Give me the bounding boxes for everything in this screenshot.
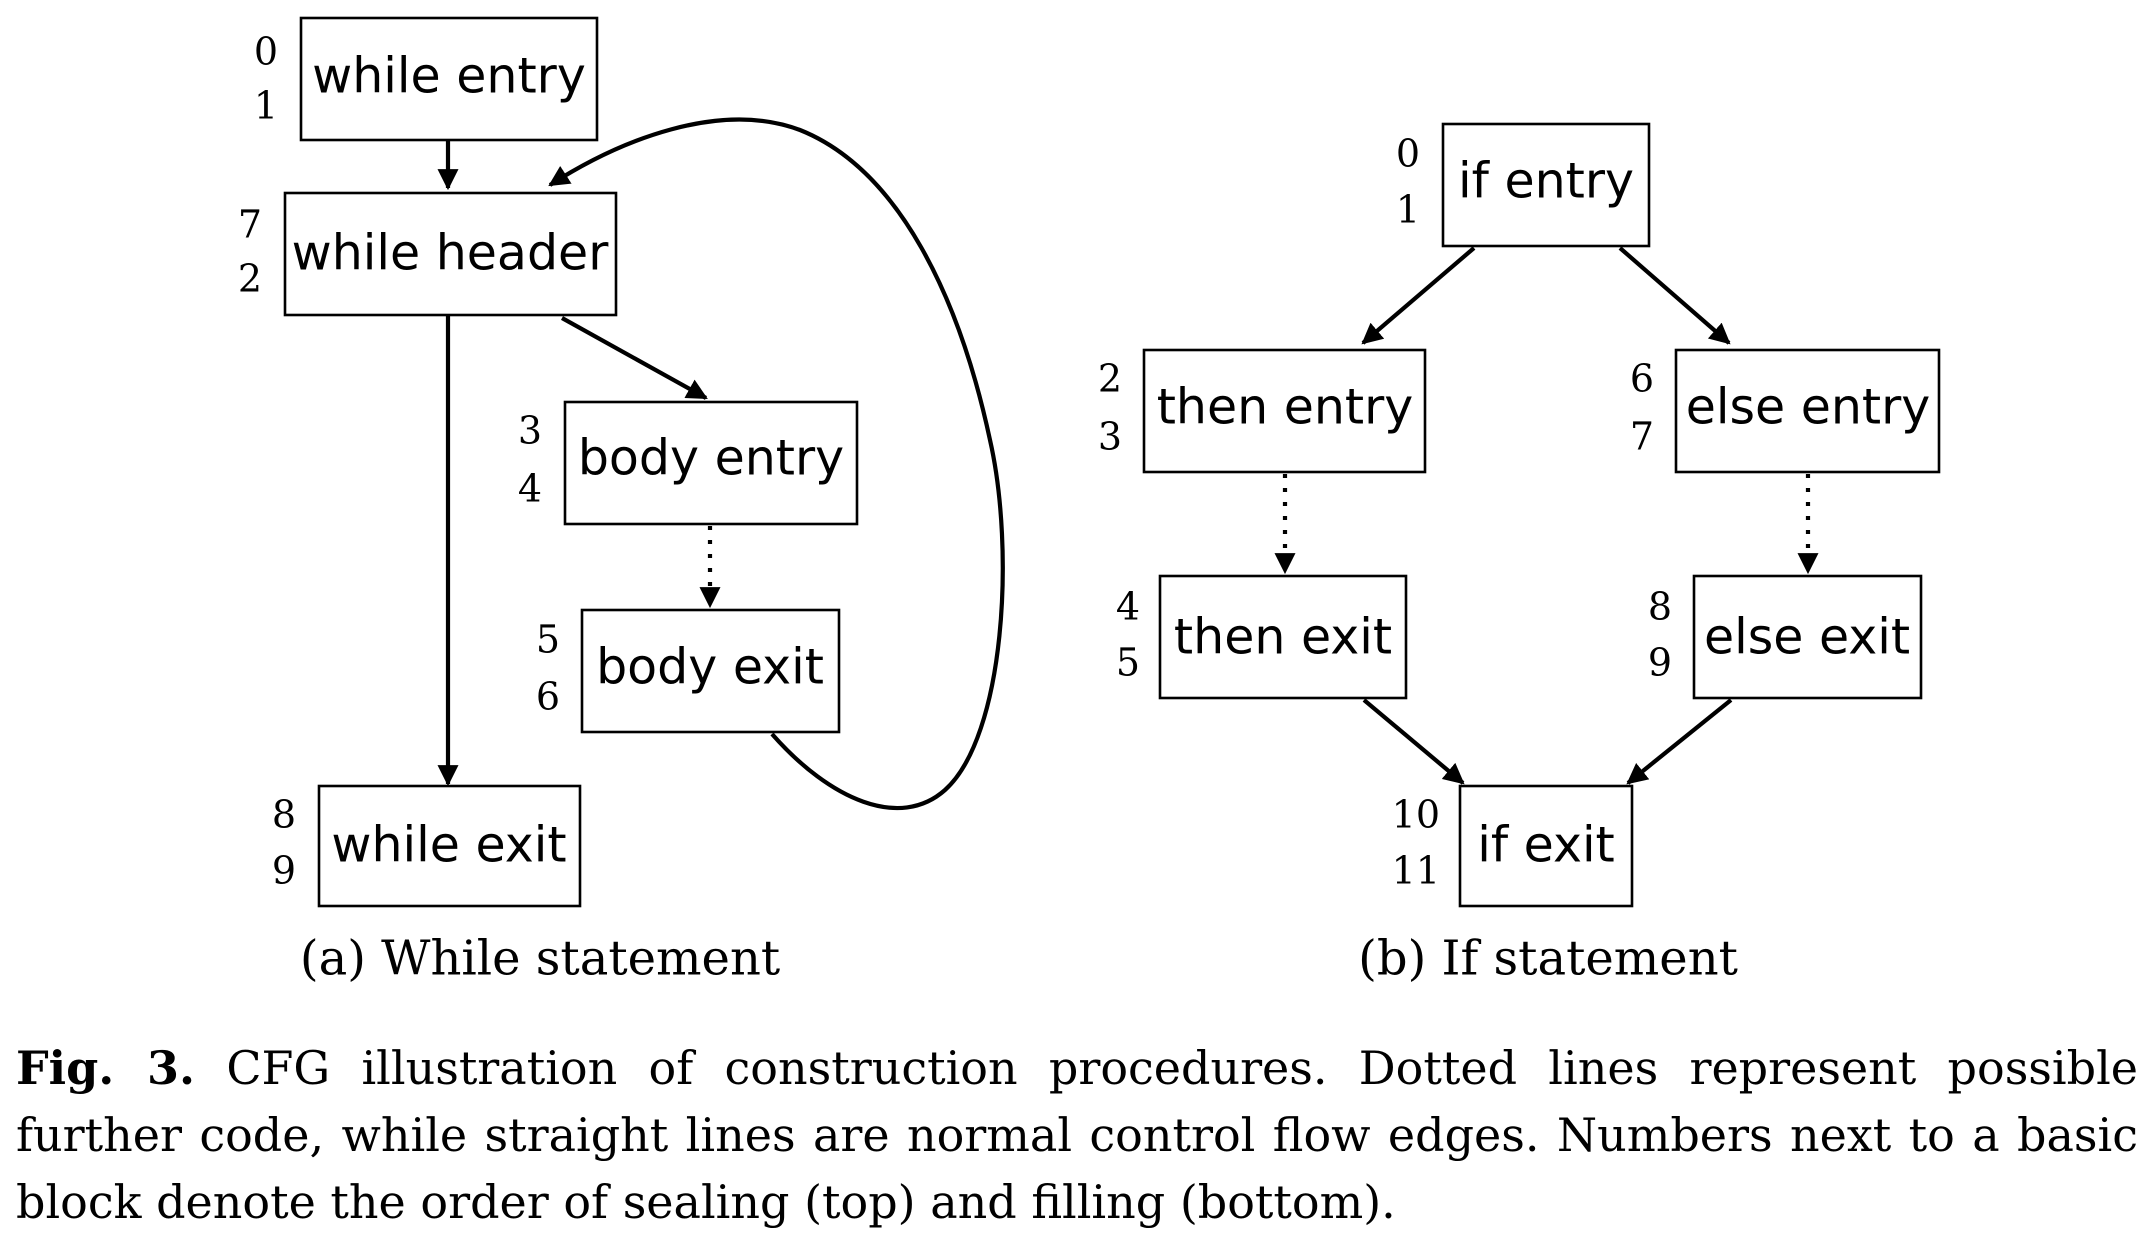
edge-if-entry-to-then-entry bbox=[1361, 246, 1476, 345]
seal-order: 7 bbox=[238, 203, 262, 247]
edge-if-entry-to-else-entry bbox=[1618, 246, 1731, 345]
node-else-entry: else entry 6 7 bbox=[1630, 348, 1941, 474]
node-while-exit: while exit 8 9 bbox=[272, 784, 582, 908]
while-panel-caption: (a) While statement bbox=[300, 931, 780, 987]
figure-caption: Fig. 3. CFG illustration of construction… bbox=[16, 1035, 2138, 1236]
fill-order: 3 bbox=[1098, 415, 1122, 459]
if-panel: if entry 0 1 then entry 2 3 else entry 6… bbox=[1098, 122, 1941, 987]
edge-else-exit-to-if-exit bbox=[1626, 698, 1733, 785]
node-while-header: while header 7 2 bbox=[238, 191, 618, 317]
node-body-exit: body exit 5 6 bbox=[536, 608, 841, 734]
fill-order: 2 bbox=[238, 257, 262, 301]
seal-order: 2 bbox=[1098, 357, 1122, 401]
node-label: else entry bbox=[1686, 379, 1931, 436]
seal-order: 3 bbox=[518, 409, 542, 453]
seal-order: 4 bbox=[1116, 585, 1140, 629]
seal-order: 10 bbox=[1392, 793, 1440, 837]
node-label: while exit bbox=[331, 817, 566, 874]
fill-order: 4 bbox=[518, 467, 542, 511]
fill-order: 5 bbox=[1116, 641, 1140, 685]
figure-number: Fig. 3. bbox=[16, 1041, 196, 1095]
node-else-exit: else exit 8 9 bbox=[1648, 574, 1923, 700]
node-then-entry: then entry 2 3 bbox=[1098, 348, 1427, 474]
fill-order: 6 bbox=[536, 675, 560, 719]
node-label: then entry bbox=[1157, 379, 1414, 436]
node-while-entry: while entry 0 1 bbox=[254, 16, 599, 142]
edge-back-body-exit-to-header bbox=[548, 117, 1005, 811]
node-if-entry: if entry 0 1 bbox=[1396, 122, 1651, 248]
node-label: if exit bbox=[1477, 817, 1615, 874]
seal-order: 6 bbox=[1630, 357, 1654, 401]
node-label: if entry bbox=[1458, 153, 1634, 210]
node-label: body exit bbox=[596, 639, 824, 696]
node-label: while entry bbox=[312, 48, 586, 105]
cfg-figure: while entry 0 1 while header 7 2 body en… bbox=[238, 16, 1941, 987]
fill-order: 7 bbox=[1630, 415, 1654, 459]
fill-order: 1 bbox=[1396, 188, 1420, 232]
node-label: then exit bbox=[1174, 609, 1392, 666]
node-body-entry: body entry 3 4 bbox=[518, 400, 859, 526]
fill-order: 9 bbox=[1648, 641, 1672, 685]
seal-order: 0 bbox=[254, 30, 278, 74]
node-label: while header bbox=[292, 225, 610, 282]
fill-order: 9 bbox=[272, 849, 296, 893]
if-panel-caption: (b) If statement bbox=[1358, 931, 1738, 987]
fill-order: 11 bbox=[1392, 849, 1440, 893]
fill-order: 1 bbox=[254, 84, 278, 128]
node-if-exit: if exit 10 11 bbox=[1392, 784, 1634, 908]
node-label: else exit bbox=[1704, 609, 1910, 666]
node-then-exit: then exit 4 5 bbox=[1116, 574, 1408, 700]
edge-then-exit-to-if-exit bbox=[1362, 698, 1465, 785]
while-panel: while entry 0 1 while header 7 2 body en… bbox=[238, 16, 1005, 987]
seal-order: 0 bbox=[1396, 132, 1420, 176]
edge-header-to-body-entry bbox=[560, 316, 708, 400]
seal-order: 5 bbox=[536, 618, 560, 662]
seal-order: 8 bbox=[272, 793, 296, 837]
node-label: body entry bbox=[578, 430, 844, 487]
seal-order: 8 bbox=[1648, 585, 1672, 629]
figure-caption-text: CFG illustration of construction procedu… bbox=[16, 1041, 2139, 1229]
